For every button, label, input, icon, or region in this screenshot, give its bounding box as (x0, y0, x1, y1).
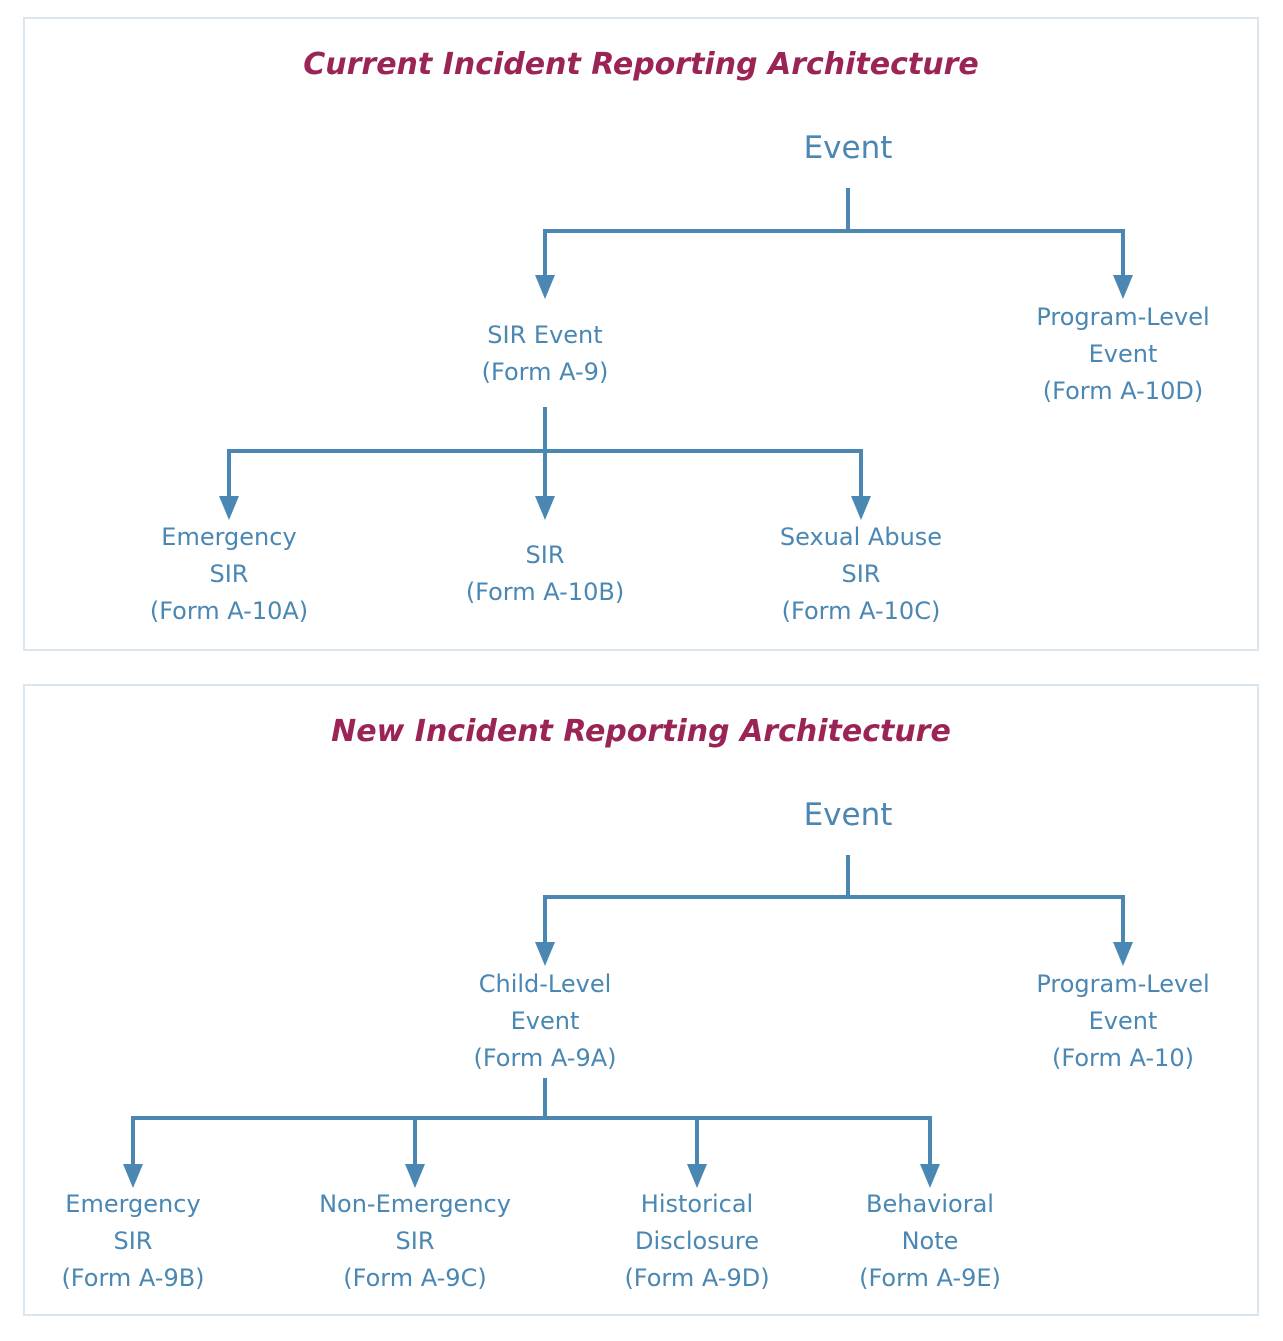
current-event-node: Event (804, 129, 893, 167)
node-line: SIR Event (487, 321, 603, 349)
new-arrow-behavioral-note (920, 1164, 940, 1188)
current-arrow-sir (535, 496, 555, 520)
node-line: (Form A-9B) (61, 1264, 205, 1292)
new-root-branch (543, 895, 1125, 942)
node-line: Emergency (65, 1190, 201, 1218)
new-architecture-panel: New Incident Reporting Architecture (23, 684, 1259, 1316)
node-line: Event (803, 797, 893, 833)
node-line: Event (1088, 340, 1158, 368)
new-emergency-sir-node: Emergency SIR (Form A-9B) (61, 1186, 204, 1297)
new-architecture-title: New Incident Reporting Architecture (331, 714, 951, 749)
new-arrow-child-level (535, 942, 555, 966)
new-arrow-historical-disclosure (687, 1164, 707, 1188)
node-line: (Form A-10B) (465, 578, 625, 606)
node-line: Program-Level (1036, 303, 1210, 331)
current-sir-branch (227, 449, 863, 496)
new-child-branch (131, 1116, 932, 1164)
current-arrow-sexual-abuse-sir (851, 496, 871, 520)
current-architecture-title: Current Incident Reporting Architecture (303, 47, 979, 82)
node-line: SIR (841, 560, 881, 588)
node-line: Non-Emergency (319, 1190, 511, 1218)
node-line: Child-Level (478, 970, 612, 998)
current-architecture-panel: Current Incident Reporting Architecture (23, 17, 1259, 651)
node-line: Behavioral (866, 1190, 994, 1218)
current-arrow-program-level (1113, 275, 1133, 299)
node-line: Disclosure (634, 1227, 760, 1255)
node-line: Event (510, 1007, 580, 1035)
current-program-level-node: Program-Level Event (Form A-10D) (1036, 299, 1209, 410)
node-line: Event (1088, 1007, 1158, 1035)
current-sir-event-node: SIR Event (Form A-9) (482, 317, 609, 391)
node-line: Emergency (161, 523, 297, 551)
node-line: Program-Level (1036, 970, 1210, 998)
node-line: SIR (209, 560, 249, 588)
node-line: SIR (525, 541, 565, 569)
node-line: (Form A-9D) (624, 1264, 770, 1292)
node-line: SIR (395, 1227, 435, 1255)
node-line: Note (901, 1227, 959, 1255)
current-sir-node: SIR (Form A-10B) (466, 537, 624, 611)
node-line: (Form A-9) (481, 358, 609, 386)
current-arrow-sir-event (535, 275, 555, 299)
new-behavioral-note-node: Behavioral Note (Form A-9E) (859, 1186, 1001, 1297)
current-arrow-emergency-sir (219, 496, 239, 520)
current-root-branch (543, 229, 1125, 275)
new-non-emergency-sir-node: Non-Emergency SIR (Form A-9C) (319, 1186, 511, 1297)
new-arrow-emergency-sir (123, 1164, 143, 1188)
current-sexual-abuse-sir-node: Sexual Abuse SIR (Form A-10C) (780, 519, 942, 630)
new-arrow-program-level (1113, 942, 1133, 966)
new-historical-disclosure-node: Historical Disclosure (Form A-9D) (624, 1186, 769, 1297)
node-line: (Form A-9C) (343, 1264, 487, 1292)
new-arrow-non-emergency-sir (405, 1164, 425, 1188)
new-child-level-node: Child-Level Event (Form A-9A) (473, 966, 616, 1077)
node-line: (Form A-10C) (781, 597, 941, 625)
node-line: (Form A-10D) (1042, 377, 1204, 405)
node-line: (Form A-10) (1052, 1044, 1194, 1072)
node-line: Event (803, 130, 893, 166)
current-emergency-sir-node: Emergency SIR (Form A-10A) (150, 519, 308, 630)
new-program-level-node: Program-Level Event (Form A-10) (1036, 966, 1209, 1077)
node-line: SIR (113, 1227, 153, 1255)
node-line: (Form A-10A) (149, 597, 309, 625)
node-line: (Form A-9A) (473, 1044, 617, 1072)
node-line: Historical (640, 1190, 754, 1218)
new-event-node: Event (804, 796, 893, 834)
node-line: Sexual Abuse (779, 523, 943, 551)
node-line: (Form A-9E) (859, 1264, 1001, 1292)
